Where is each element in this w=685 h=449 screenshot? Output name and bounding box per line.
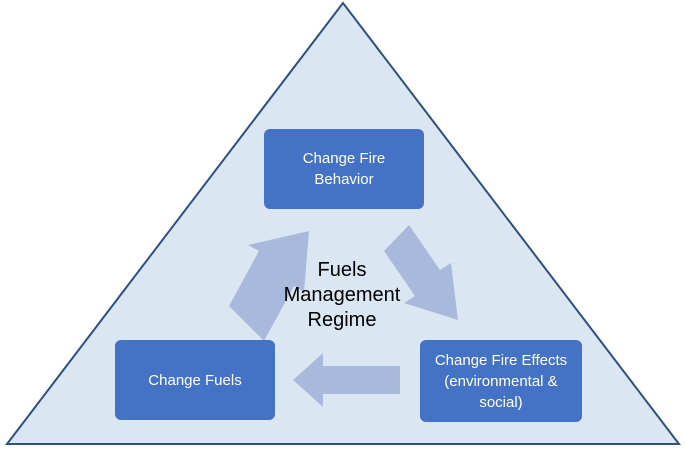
arrow-fuels-to-behavior (229, 231, 309, 341)
change-fuels-box: Change Fuels (115, 340, 275, 420)
arrow-effects-to-fuels (293, 353, 400, 407)
change-fire-behavior-box: Change Fire Behavior (264, 129, 424, 209)
fuels-management-regime-label: Fuels Management Regime (283, 259, 401, 331)
triangle-background (4, 1, 682, 445)
change-fire-effects-box: Change Fire Effects (environmental & soc… (420, 340, 582, 422)
arrow-behavior-to-effects (384, 225, 458, 320)
